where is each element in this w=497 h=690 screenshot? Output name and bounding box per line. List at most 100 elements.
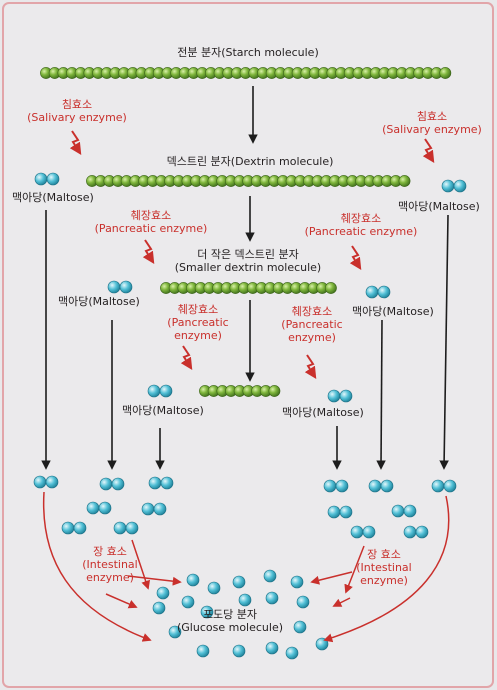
glucose-bead xyxy=(323,479,337,493)
glucose-bead xyxy=(391,504,405,518)
enzyme-bolt-icon xyxy=(69,130,82,156)
glucose-bead xyxy=(365,285,379,299)
glucose-bead xyxy=(441,179,455,193)
salivary-enzyme-left: 침효소 (Salivary enzyme) xyxy=(22,98,132,124)
glucose-bead xyxy=(147,384,161,398)
glucose-molecule-icon xyxy=(265,641,279,655)
glucose-molecule-icon xyxy=(186,573,200,587)
maltose-icon xyxy=(350,525,376,539)
glucose-molecule-icon xyxy=(200,605,214,619)
intestinal-flow-arrow xyxy=(127,575,182,586)
maltose-icon xyxy=(403,525,429,539)
glucose-bead xyxy=(61,521,75,535)
maltose-label-left-mid: 맥아당(Maltose) xyxy=(58,295,140,308)
intestinal-flow-arrow xyxy=(332,597,351,607)
glucose-bead xyxy=(73,521,87,535)
maltose-icon xyxy=(147,384,173,398)
maltose-text: 맥아당(Maltose) xyxy=(12,191,94,204)
intestinal-en-1: (Intestinal xyxy=(82,558,138,571)
glucose-bead xyxy=(431,479,445,493)
chain-bead xyxy=(439,67,452,79)
maltose-text: 맥아당(Maltose) xyxy=(282,406,364,419)
maltose-text: 맥아당(Maltose) xyxy=(122,404,204,417)
enzyme-bolt-icon xyxy=(422,138,435,164)
maltose-icon xyxy=(34,172,60,186)
glucose-molecule-icon xyxy=(265,591,279,605)
pancreatic-en: (Pancreatic enzyme) xyxy=(94,222,208,235)
salivary-ko: 침효소 xyxy=(61,98,93,111)
glucose-bead xyxy=(113,521,127,535)
smaller-dextrin-label: 더 작은 덱스트린 분자 (Smaller dextrin molecule) xyxy=(148,248,348,274)
enzyme-bolt-icon xyxy=(142,239,155,265)
smaller-dextrin-ko: 더 작은 덱스트린 분자 xyxy=(197,248,299,261)
glucose-molecule-icon xyxy=(207,581,221,595)
glucose-molecule-icon xyxy=(238,593,252,607)
enzyme-bolt-icon xyxy=(180,345,193,371)
maltose-text: 맥아당(Maltose) xyxy=(58,295,140,308)
glucose-bead xyxy=(415,525,429,539)
glucose-bead xyxy=(107,280,121,294)
glucose-molecule-icon xyxy=(290,575,304,589)
pancreatic-enzyme-center-right: 췌장효소 (Pancreatic enzyme) xyxy=(272,305,352,344)
intestinal-en-2: enzyme) xyxy=(360,574,408,587)
pancreatic-ko: 췌장효소 xyxy=(130,209,172,222)
pancreatic-ko: 췌장효소 xyxy=(177,303,219,316)
glucose-bead xyxy=(99,477,113,491)
maltose-icon xyxy=(141,502,167,516)
maltose-icon xyxy=(323,479,349,493)
maltose-icon xyxy=(86,501,112,515)
glucose-bead xyxy=(377,285,391,299)
maltose-icon xyxy=(365,285,391,299)
pancreatic-en-1: (Pancreatic xyxy=(167,316,229,329)
maltose-text: 맥아당(Maltose) xyxy=(352,305,434,318)
glucose-bead xyxy=(141,502,155,516)
intestinal-flow-arrow xyxy=(42,491,152,642)
intestinal-ko: 장 효소 xyxy=(367,548,401,561)
dextrin-chain xyxy=(86,175,411,187)
glucose-bead xyxy=(111,477,125,491)
maltose-label-right-mid: 맥아당(Maltose) xyxy=(352,305,434,318)
glucose-molecule-icon xyxy=(232,575,246,589)
chain-bead xyxy=(324,282,337,294)
glucose-ko: 포도당 분자 xyxy=(202,608,258,621)
intestinal-flow-arrow xyxy=(131,539,150,590)
salivary-en: (Salivary enzyme) xyxy=(382,123,482,136)
pancreatic-ko: 췌장효소 xyxy=(291,305,333,318)
maltose-icon xyxy=(99,477,125,491)
intestinal-flow-arrow xyxy=(344,545,365,594)
glucose-bead xyxy=(368,479,382,493)
intestinal-en-2: enzyme) xyxy=(86,571,134,584)
glucose-bead xyxy=(453,179,467,193)
maltose-icon xyxy=(441,179,467,193)
glucose-bead xyxy=(45,475,59,489)
intestinal-enzyme-left: 장 효소 (Intestinal enzyme) xyxy=(70,545,150,584)
glucose-bead xyxy=(98,501,112,515)
glucose-molecule-icon xyxy=(181,595,195,609)
pancreatic-en: (Pancreatic enzyme) xyxy=(304,225,418,238)
glucose-bead xyxy=(119,280,133,294)
maltose-label-center-right: 맥아당(Maltose) xyxy=(282,406,364,419)
salivary-en: (Salivary enzyme) xyxy=(27,111,127,124)
maltose-icon xyxy=(148,476,174,490)
glucose-bead xyxy=(350,525,364,539)
glucose-bead xyxy=(148,476,162,490)
smaller-dextrin-en: (Smaller dextrin molecule) xyxy=(174,261,322,274)
smaller-dextrin-chain xyxy=(160,282,337,294)
glucose-bead xyxy=(153,502,167,516)
glucose-bead xyxy=(327,505,341,519)
pancreatic-ko: 췌장효소 xyxy=(340,212,382,225)
glucose-bead xyxy=(125,521,139,535)
maltose-label-left-top: 맥아당(Maltose) xyxy=(12,191,94,204)
intestinal-flow-arrow xyxy=(323,495,450,643)
glucose-molecule-icon xyxy=(285,646,299,660)
enzyme-bolt-icon xyxy=(349,245,362,271)
glucose-bead xyxy=(327,389,341,403)
glucose-molecule-icon xyxy=(168,625,182,639)
intestinal-flow-arrow xyxy=(105,593,138,609)
glucose-bead xyxy=(46,172,60,186)
dextrin-label: 덱스트린 분자(Dextrin molecule) xyxy=(130,155,370,168)
maltose-icon xyxy=(431,479,457,493)
glucose-bead xyxy=(160,476,174,490)
